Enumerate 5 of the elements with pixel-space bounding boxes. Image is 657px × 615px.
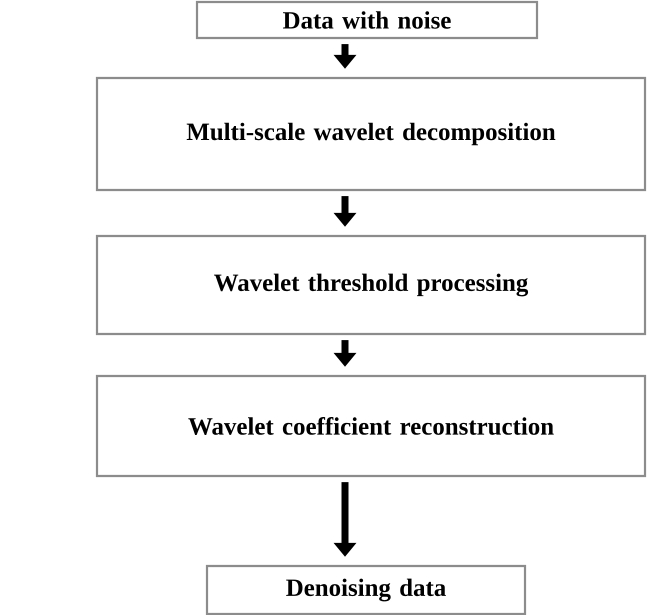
process-box: Multi-scale wavelet decomposition [96,76,646,192]
process-box: Denoising data [206,564,526,615]
process-box: Wavelet threshold processing [96,234,646,336]
process-box: Wavelet coefficient reconstruction [96,374,646,478]
process-box: Data with noise [196,0,538,40]
